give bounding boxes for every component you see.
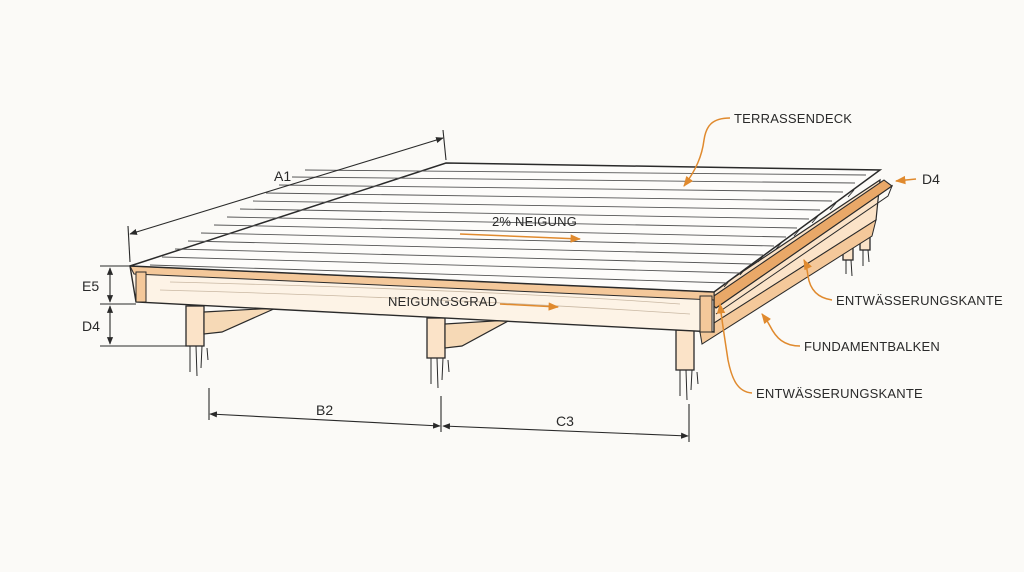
label-fundamentbalken: FUNDAMENTBALKEN	[804, 339, 940, 354]
d4-right-arrow	[894, 175, 917, 185]
dimension-c3: C3	[556, 413, 574, 429]
dimension-b2: B2	[316, 402, 333, 418]
dimension-d4-left: D4	[82, 318, 100, 334]
dimension-lines	[100, 129, 690, 442]
label-entwaesserungskante-lower: ENTWÄSSERUNGSKANTE	[756, 386, 923, 401]
label-neigung: 2% NEIGUNG	[492, 214, 577, 229]
label-entwaesserungskante-upper: ENTWÄSSERUNGSKANTE	[836, 293, 1003, 308]
post-front-left	[185, 305, 205, 347]
post-front-right	[675, 329, 695, 371]
label-terrassendeck: TERRASSENDECK	[734, 111, 852, 126]
dimension-a1: A1	[274, 168, 291, 184]
label-neigungsgrad: NEIGUNGSGRAD	[388, 294, 497, 309]
right-side-fascia	[699, 178, 894, 345]
post-front-middle	[426, 317, 446, 359]
under-beams	[203, 307, 511, 349]
ground-hatching	[189, 249, 870, 401]
callout-leaders	[459, 117, 917, 394]
entwaesserungskante-lower-leader	[716, 302, 753, 394]
neigung-arrow	[459, 233, 582, 243]
dimension-d4-right: D4	[922, 171, 940, 187]
terrassendeck-leader	[683, 117, 731, 187]
fundamentbalken-leader	[761, 313, 801, 347]
dimension-e5: E5	[82, 278, 99, 294]
neigungsgrad-arrow	[499, 302, 560, 311]
entwaesserungskante-upper-leader	[803, 259, 833, 301]
